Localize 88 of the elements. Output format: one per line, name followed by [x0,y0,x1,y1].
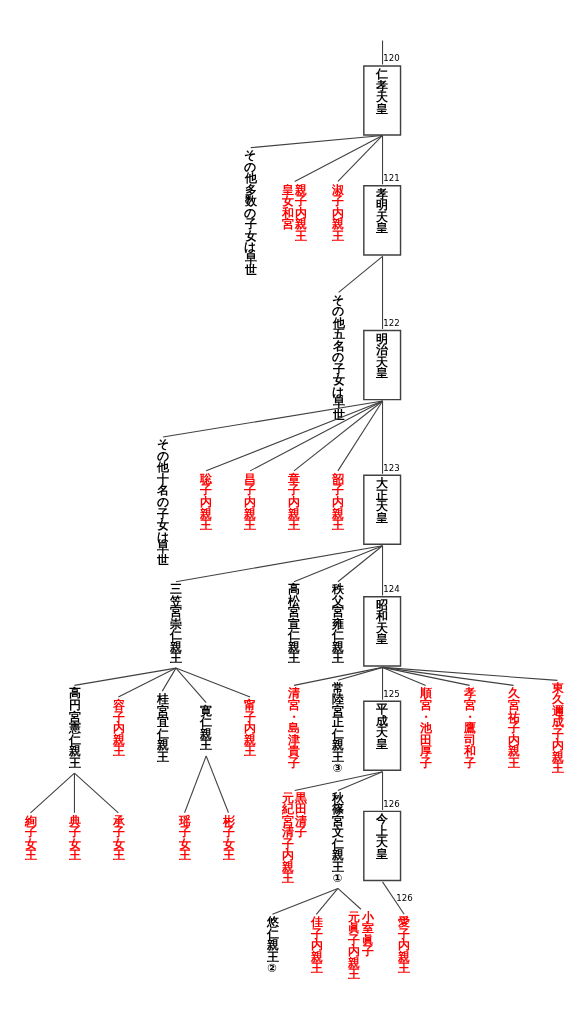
node-label: 120 [383,53,400,64]
edge-label: 126 [396,893,413,904]
connector [382,400,384,475]
node-box: 大正天皇 [363,474,402,545]
node-text: 寛仁親王 [200,703,213,753]
node-text: 甯子内親王 [244,697,257,759]
node-text: 元眞子内親王 小室眞子 [347,909,374,982]
connector [337,400,384,472]
node-text: 高松宮宣仁親王 [288,582,301,666]
node-text: 高円宮憲仁親王 [68,686,81,770]
connector [382,666,471,686]
node-text: 清宮・島津貴子 [288,686,301,770]
node-text: 元紀宮清子内親王 黒田清子 [281,790,308,886]
node-text: 秋篠宮文仁親王① [332,790,345,886]
node-box: 昭和天皇 [363,596,402,667]
node-text: 孝宮・鷹司和子 [463,686,476,770]
connector [73,667,177,686]
node-text: 彬子女王 [222,813,235,863]
node-text: 典子女王 [68,813,81,863]
connector [73,772,75,814]
connector [117,667,177,698]
connector [294,134,384,183]
connector [175,545,384,583]
node-text: 東久邇成子内親王 [551,680,564,776]
connector [161,667,177,692]
connector [382,771,384,811]
node-text: 三笠宮崇仁親王 [170,582,183,666]
node-text: 韶子内親王 [332,471,345,533]
connector [337,666,384,681]
connector [315,887,339,915]
connector [337,887,362,910]
connector [271,887,339,915]
node-text: 昌子内親王 [244,471,257,533]
node-label: 125 [383,688,400,699]
node-text: 淑子内親王 [332,182,345,243]
connector [205,400,384,472]
node-label: 122 [383,317,400,328]
node-text: 久宮祐子内親王 [507,686,520,770]
node-text: その他五名の子女は早世 [332,292,345,422]
connector [293,400,384,472]
connector [184,755,207,814]
node-box: 孝明天皇 [363,185,402,256]
node-label: 121 [383,173,400,184]
connector [250,134,384,149]
connector [382,255,384,330]
node-text: 聡子内親王 [200,471,213,533]
node-text: 順宮・池田厚子 [419,686,432,770]
connector [382,666,427,686]
node-text: 皇女和宮 親子内親王 [281,182,308,243]
node-box: 明治天皇 [363,329,402,401]
node-text: その他多数の子女は早世 [244,148,257,278]
node-box: 平成天皇 [363,700,402,772]
connector [293,545,384,583]
connector [382,545,384,596]
connector [382,666,384,701]
connector [162,400,384,438]
connector [175,667,251,698]
connector [73,772,119,814]
connector [293,666,384,686]
connector [337,134,384,183]
node-text: 佳子内親王 [310,915,323,976]
connector [337,545,384,583]
connector [175,667,207,704]
node-text: 悠仁親王② [266,915,279,976]
connector [382,39,384,66]
connector [205,755,230,814]
node-box: 仁孝天皇 [363,65,402,136]
node-text: 秩父宮雍仁親王 [332,582,345,666]
node-text: 愛子内親王 [398,915,411,976]
node-text: 章子内親王 [288,471,301,533]
node-text: 承子女王 [112,813,125,863]
connector [382,666,515,686]
node-text: 絢子女王 [24,813,37,863]
node-text: 瑶子女王 [178,813,191,863]
node-label: 124 [383,584,400,595]
node-text: その他十名の子女は早世 [156,437,169,567]
node-label: 126 [383,798,400,809]
connector [338,255,384,293]
node-box: 今上天皇 [363,810,402,882]
node-text: 桂宮宜仁親王 [156,692,169,764]
node-label: 123 [383,462,400,473]
connector [294,771,384,791]
connector [30,772,75,814]
node-text: 常陸宮正仁親王③ [332,680,345,776]
connector [382,134,384,185]
node-text: 容子内親王 [112,697,125,759]
connector [382,881,405,915]
connector [249,400,384,472]
